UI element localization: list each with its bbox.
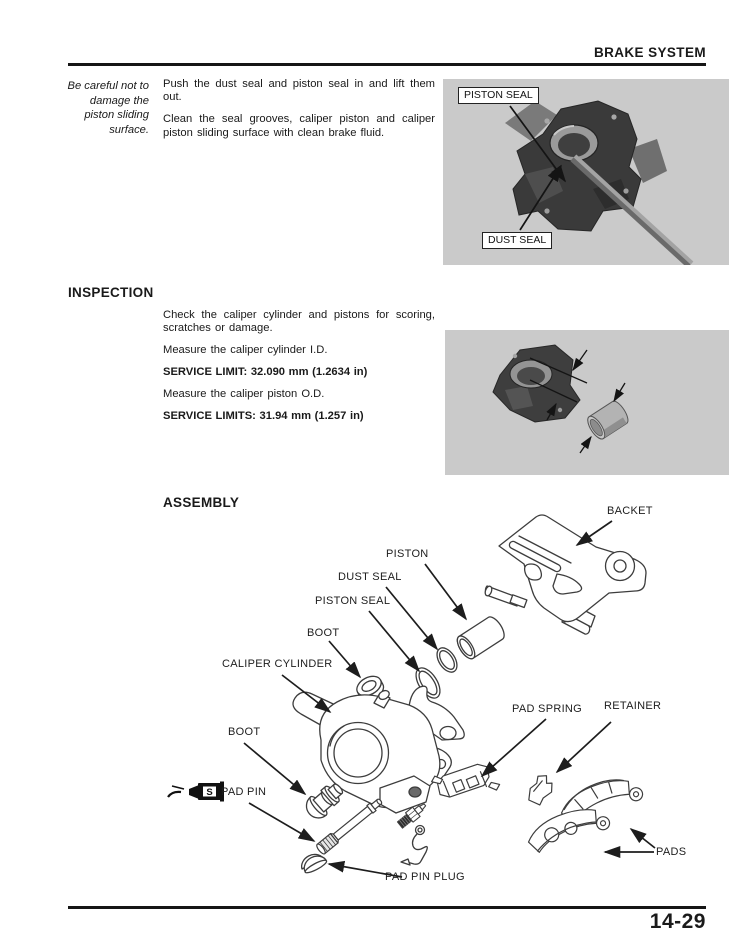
photo-label-dust-seal: DUST SEAL <box>482 232 553 249</box>
part-label-piston: PISTON <box>386 548 429 560</box>
part-label-pad-spring: PAD SPRING <box>512 703 583 715</box>
photo1-callout-arrows <box>509 105 567 231</box>
inspection-para-1: Check the caliper cylinder and pistons f… <box>163 309 435 335</box>
page-number: 14-29 <box>649 910 706 933</box>
part-label-retainer: RETAINER <box>604 700 662 712</box>
assembly-heading: ASSEMBLY <box>163 495 240 510</box>
part-label-pad-pin: PAD PIN <box>221 786 267 798</box>
grease-icon: S <box>167 781 224 802</box>
pad-spring-part <box>431 763 501 798</box>
retainer-part <box>528 775 553 806</box>
piston-photo-part <box>587 400 629 440</box>
service-limit-1: SERVICE LIMIT: 32.090 mm (1.2634 in) <box>163 366 368 379</box>
part-label-caliper-cylinder: CALIPER CYLINDER <box>222 658 333 670</box>
part-label-boot-upper: BOOT <box>307 627 340 639</box>
procedure-para-2: Clean the seal grooves, caliper piston a… <box>163 113 435 139</box>
bleed-valve-part <box>396 803 427 829</box>
pad-pin-part <box>316 798 383 855</box>
boot-upper-part <box>356 675 385 701</box>
caliper-cylinder-part <box>292 685 465 814</box>
assembly-callout-arrows <box>243 520 656 878</box>
pad-pin-plug-part <box>300 853 328 874</box>
footer-rule <box>68 906 706 909</box>
caliper-measure-photo <box>445 330 729 475</box>
dust-seal-part <box>436 647 458 673</box>
margin-note: Be careful not to damage the piston slid… <box>67 80 149 136</box>
part-label-dust-seal: DUST SEAL <box>338 571 402 583</box>
pads-part <box>527 779 644 853</box>
part-label-backet: BACKET <box>607 505 653 517</box>
inspection-para-2: Measure the caliper cylinder I.D. <box>163 344 328 357</box>
grease-icon-letter: S <box>206 787 212 798</box>
service-limit-2: SERVICE LIMITS: 31.94 mm (1.257 in) <box>163 410 364 423</box>
photo-label-piston-seal: PISTON SEAL <box>458 87 539 104</box>
piston-part <box>456 616 505 660</box>
inspection-para-3: Measure the caliper piston O.D. <box>163 388 325 401</box>
header-rule <box>68 63 706 66</box>
caliper-seals-photo: PISTON SEAL DUST SEAL <box>443 79 729 265</box>
clip-part <box>400 824 428 866</box>
bracket-part <box>484 514 647 635</box>
part-label-piston-seal: PISTON SEAL <box>315 595 391 607</box>
procedure-para-1: Push the dust seal and piston seal in an… <box>163 78 435 104</box>
part-label-boot-lower: BOOT <box>228 726 261 738</box>
page-header-title: BRAKE SYSTEM <box>593 45 706 60</box>
caliper-measure-photo-art <box>445 330 729 475</box>
assembly-diagram-art: S <box>167 514 656 878</box>
part-label-pad-pin-plug: PAD PIN PLUG <box>385 871 465 883</box>
part-label-pads: PADS <box>656 846 687 858</box>
inspection-text: Check the caliper cylinder and pistons f… <box>163 309 435 432</box>
procedure-text: Push the dust seal and piston seal in an… <box>163 78 435 149</box>
inspection-heading: INSPECTION <box>68 285 154 300</box>
boot-lower-part <box>305 783 344 819</box>
measure-lines <box>529 349 626 454</box>
